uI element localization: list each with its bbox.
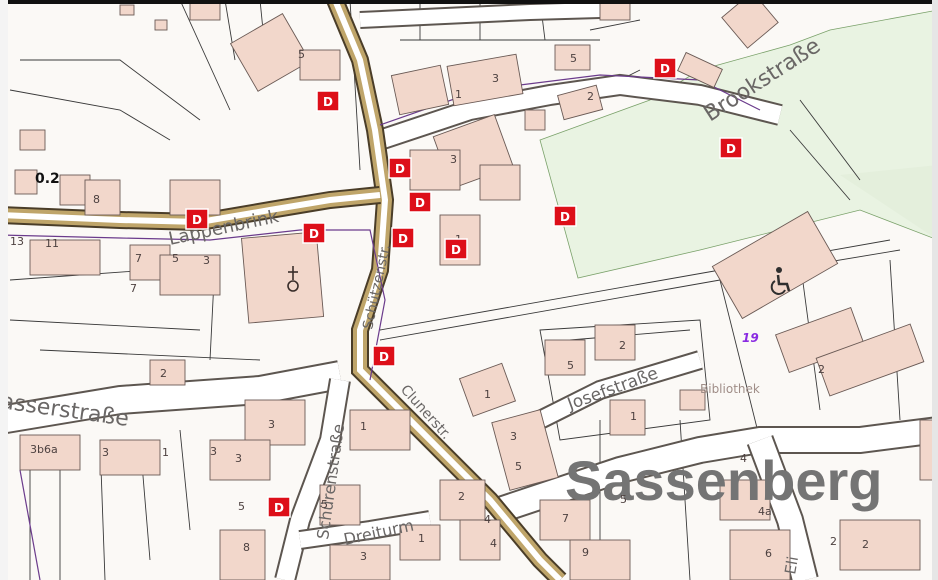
- house-number: 1: [162, 446, 169, 459]
- monument-marker[interactable]: D: [391, 227, 415, 249]
- house-number: 11: [45, 237, 59, 250]
- house-number: 3: [492, 72, 499, 85]
- monument-marker[interactable]: D: [316, 90, 340, 112]
- svg-text:D: D: [323, 95, 333, 109]
- right-border: [932, 0, 938, 580]
- monument-marker[interactable]: D: [553, 205, 577, 227]
- house-number: 2: [587, 90, 594, 103]
- house-number: 1: [630, 410, 637, 423]
- street-elisabeth: Eli: [781, 555, 802, 576]
- monument-marker[interactable]: D: [408, 191, 432, 213]
- house-number: 5: [570, 52, 577, 65]
- church-cross-icon: [287, 266, 299, 292]
- monument-marker[interactable]: D: [185, 208, 209, 230]
- parcel-number-19: 19: [742, 331, 759, 345]
- svg-text:D: D: [560, 210, 570, 224]
- house-number: 3: [102, 446, 109, 459]
- roads-main: [0, 0, 567, 580]
- house-number: 13: [10, 235, 24, 248]
- house-number: 8: [93, 193, 100, 206]
- house-number: 6: [765, 547, 772, 560]
- house-number: 3: [235, 452, 242, 465]
- library-label: Bibliothek: [700, 382, 760, 396]
- monument-marker[interactable]: D: [372, 345, 396, 367]
- annotation-02: 0.2: [35, 171, 60, 187]
- house-number: 9: [582, 546, 589, 559]
- monument-marker[interactable]: D: [388, 157, 412, 179]
- monument-marker[interactable]: D: [302, 222, 326, 244]
- svg-text:D: D: [415, 196, 425, 210]
- house-number: 2: [160, 367, 167, 380]
- house-number: 5: [620, 493, 627, 506]
- forest-area-right: [840, 165, 938, 240]
- house-number: 5: [298, 48, 305, 61]
- house-number: 2: [830, 535, 837, 548]
- house-number: 1: [360, 420, 367, 433]
- monument-marker[interactable]: D: [719, 137, 743, 159]
- house-number: 2: [619, 339, 626, 352]
- svg-text:D: D: [309, 227, 319, 241]
- svg-text:D: D: [395, 162, 405, 176]
- svg-text:D: D: [726, 142, 736, 156]
- house-number: 1: [455, 88, 462, 101]
- svg-text:D: D: [379, 350, 389, 364]
- svg-text:D: D: [398, 232, 408, 246]
- house-number: 7: [135, 252, 142, 265]
- house-number: 4: [490, 537, 497, 550]
- house-number: 2: [862, 538, 869, 551]
- house-number: 7: [130, 282, 137, 295]
- house-number: 5: [515, 460, 522, 473]
- house-number: 4: [740, 452, 747, 465]
- svg-text:D: D: [274, 501, 284, 515]
- house-number: 3: [510, 430, 517, 443]
- left-border: [0, 0, 8, 580]
- house-number: 3: [210, 445, 217, 458]
- svg-text:D: D: [451, 243, 461, 257]
- house-number: 3: [203, 254, 210, 267]
- svg-text:D: D: [660, 62, 670, 76]
- monument-marker[interactable]: D: [444, 238, 468, 260]
- heritage-markers[interactable]: D D D D D D D D: [185, 57, 743, 518]
- house-number: 1: [418, 532, 425, 545]
- house-number: 5: [172, 252, 179, 265]
- house-number: 7: [562, 512, 569, 525]
- house-number: 3: [360, 550, 367, 563]
- house-number: 3: [450, 153, 457, 166]
- house-number: 4: [484, 513, 491, 526]
- house-number: 8: [243, 541, 250, 554]
- accessible-icon: [770, 267, 791, 295]
- house-number: 2: [818, 363, 825, 376]
- house-number: 5: [321, 498, 328, 511]
- monument-marker[interactable]: D: [267, 496, 291, 518]
- buildings: [14, 0, 938, 580]
- house-number: 2: [458, 490, 465, 503]
- house-number: 4a: [758, 505, 772, 518]
- house-number: 5: [238, 500, 245, 513]
- top-border: [0, 0, 938, 4]
- svg-text:D: D: [192, 213, 202, 227]
- monument-marker[interactable]: D: [653, 57, 677, 79]
- place-name-label: Sassenberg: [565, 449, 883, 512]
- house-number: 3b6a: [30, 443, 58, 456]
- house-number: 5: [567, 359, 574, 372]
- house-number: 3: [268, 418, 275, 431]
- house-number: 1: [484, 388, 491, 401]
